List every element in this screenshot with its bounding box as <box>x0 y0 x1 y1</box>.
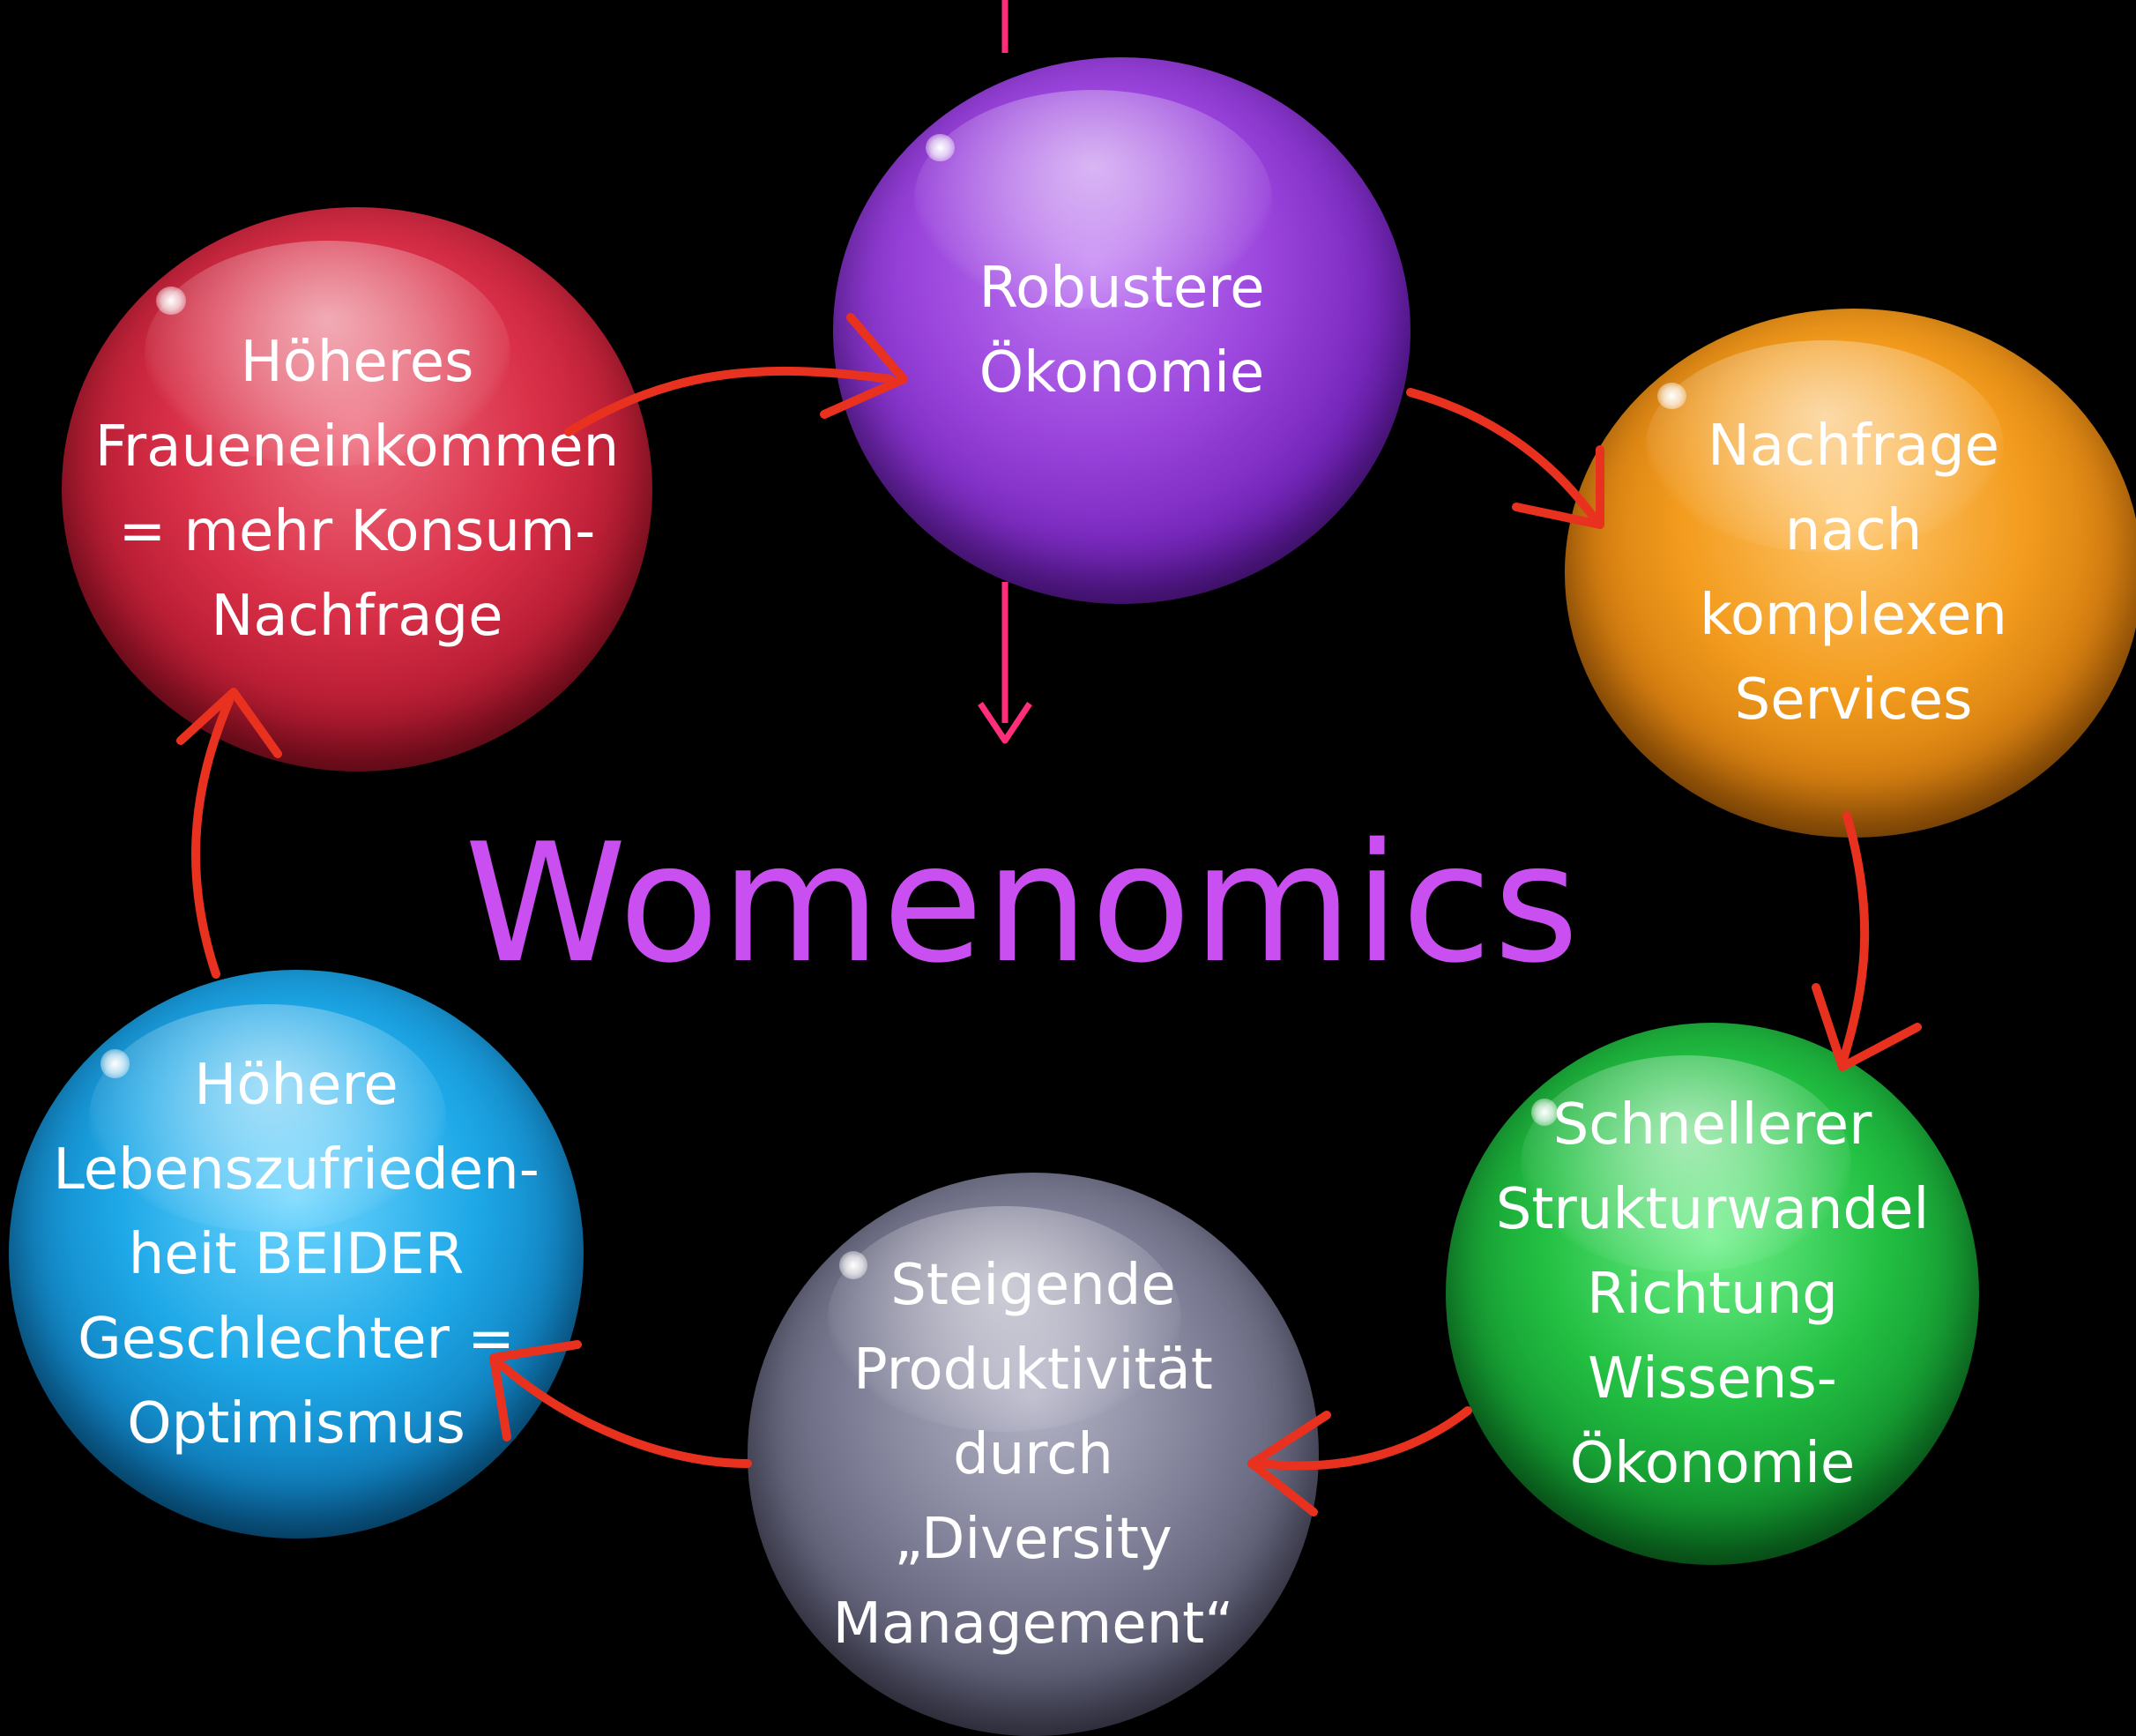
arrow-orange-to-green <box>1838 811 1870 1067</box>
arrow-purple-to-orange <box>1406 388 1600 525</box>
node-robustere-oekonomie: Robustere Ökonomie <box>833 57 1410 604</box>
node-label: Nachfrage nach komplexen Services <box>1700 414 2007 733</box>
node-lebenszufriedenheit: Höhere Lebenszufrieden- heit BEIDER Gesc… <box>9 970 584 1539</box>
node-produktivitaet: Steigende Produktivität durch „Diversity… <box>748 1173 1319 1736</box>
node-fraueneinkommen: Höheres Fraueneinkommen = mehr Konsum- N… <box>62 207 652 771</box>
node-label: Robustere Ökonomie <box>979 256 1265 406</box>
node-label: Höhere Lebenszufrieden- heit BEIDER Gesc… <box>53 1052 540 1457</box>
node-label: Steigende Produktivität durch „Diversity… <box>832 1252 1234 1657</box>
node-label: Höheres Fraueneinkommen = mehr Konsum- N… <box>94 330 620 649</box>
node-nachfrage-services: Nachfrage nach komplexen Services <box>1565 309 2136 838</box>
node-strukturwandel: Schnellerer Strukturwandel Richtung Wiss… <box>1446 1023 1979 1565</box>
feedback-arrowhead <box>978 702 1032 744</box>
diagram-title: Womenomics <box>464 808 1582 999</box>
node-label: Schnellerer Strukturwandel Richtung Wiss… <box>1495 1092 1930 1496</box>
arrow-blue-to-red <box>191 697 234 979</box>
